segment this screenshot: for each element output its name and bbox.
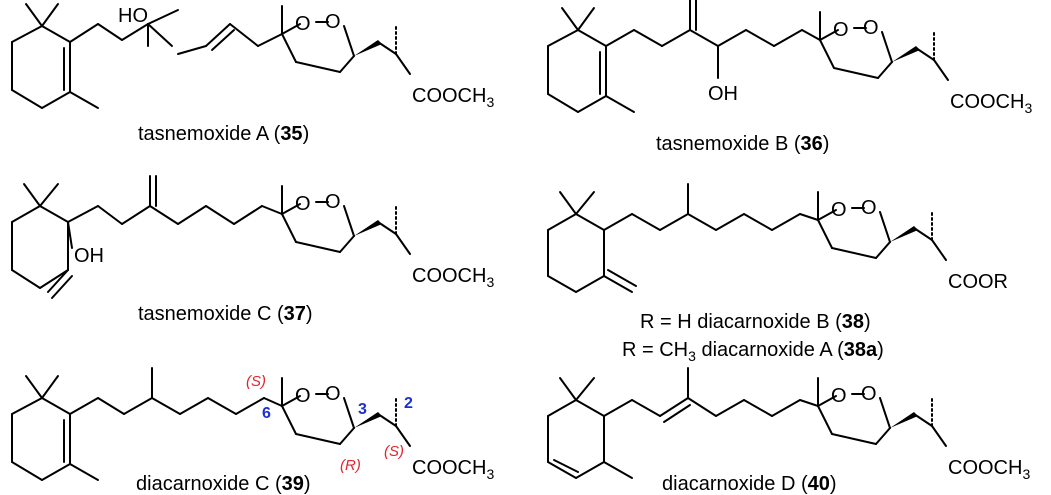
caption-40: diacarnoxide D (40)	[662, 473, 837, 495]
structure-37	[11, 175, 411, 299]
hydroxyl-label-37: OH	[74, 245, 104, 267]
oxygen-label: O	[831, 385, 847, 407]
structure-40	[547, 367, 947, 479]
oxygen-label: O	[863, 17, 879, 39]
structure-35	[11, 3, 411, 109]
caption-39: diacarnoxide C (39)	[136, 473, 311, 495]
structure-38	[547, 183, 947, 293]
oxygen-label: O	[295, 385, 311, 407]
locant-c3: 3	[358, 401, 367, 418]
stereo-label-c6: (S)	[246, 373, 266, 390]
locant-c2: 2	[404, 395, 413, 412]
caption-37: tasnemoxide C (37)	[138, 303, 313, 325]
hydroxyl-label-35: HO	[118, 5, 148, 27]
oxygen-label: O	[325, 383, 341, 405]
caption-36: tasnemoxide B (36)	[656, 133, 829, 155]
ester-label: COOCH3	[412, 457, 494, 482]
caption-38: R = H diacarnoxide B (38)	[640, 311, 871, 333]
oxygen-label: O	[325, 191, 341, 213]
oxygen-label: O	[861, 197, 877, 219]
oxygen-label: O	[295, 193, 311, 215]
caption-35: tasnemoxide A (35)	[138, 123, 309, 145]
acid-r-label: COOR	[948, 271, 1008, 293]
oxygen-label: O	[831, 199, 847, 221]
ester-label: COOCH3	[412, 85, 494, 110]
oxygen-label: O	[295, 13, 311, 35]
oxygen-label: O	[325, 11, 341, 33]
structure-36	[547, 0, 949, 113]
stereo-label-c2: (S)	[384, 443, 404, 460]
hydroxyl-label-36: OH	[708, 83, 738, 105]
structure-39	[11, 367, 411, 481]
ester-label: COOCH3	[950, 91, 1032, 116]
stereo-label-c3: (R)	[340, 457, 361, 474]
oxygen-label: O	[833, 19, 849, 41]
oxygen-label: O	[861, 383, 877, 405]
ester-label: COOCH3	[412, 265, 494, 290]
ester-label: COOCH3	[948, 457, 1030, 482]
caption-38a: R = CH3 diacarnoxide A (38a)	[622, 339, 884, 364]
locant-c6: 6	[262, 405, 271, 422]
